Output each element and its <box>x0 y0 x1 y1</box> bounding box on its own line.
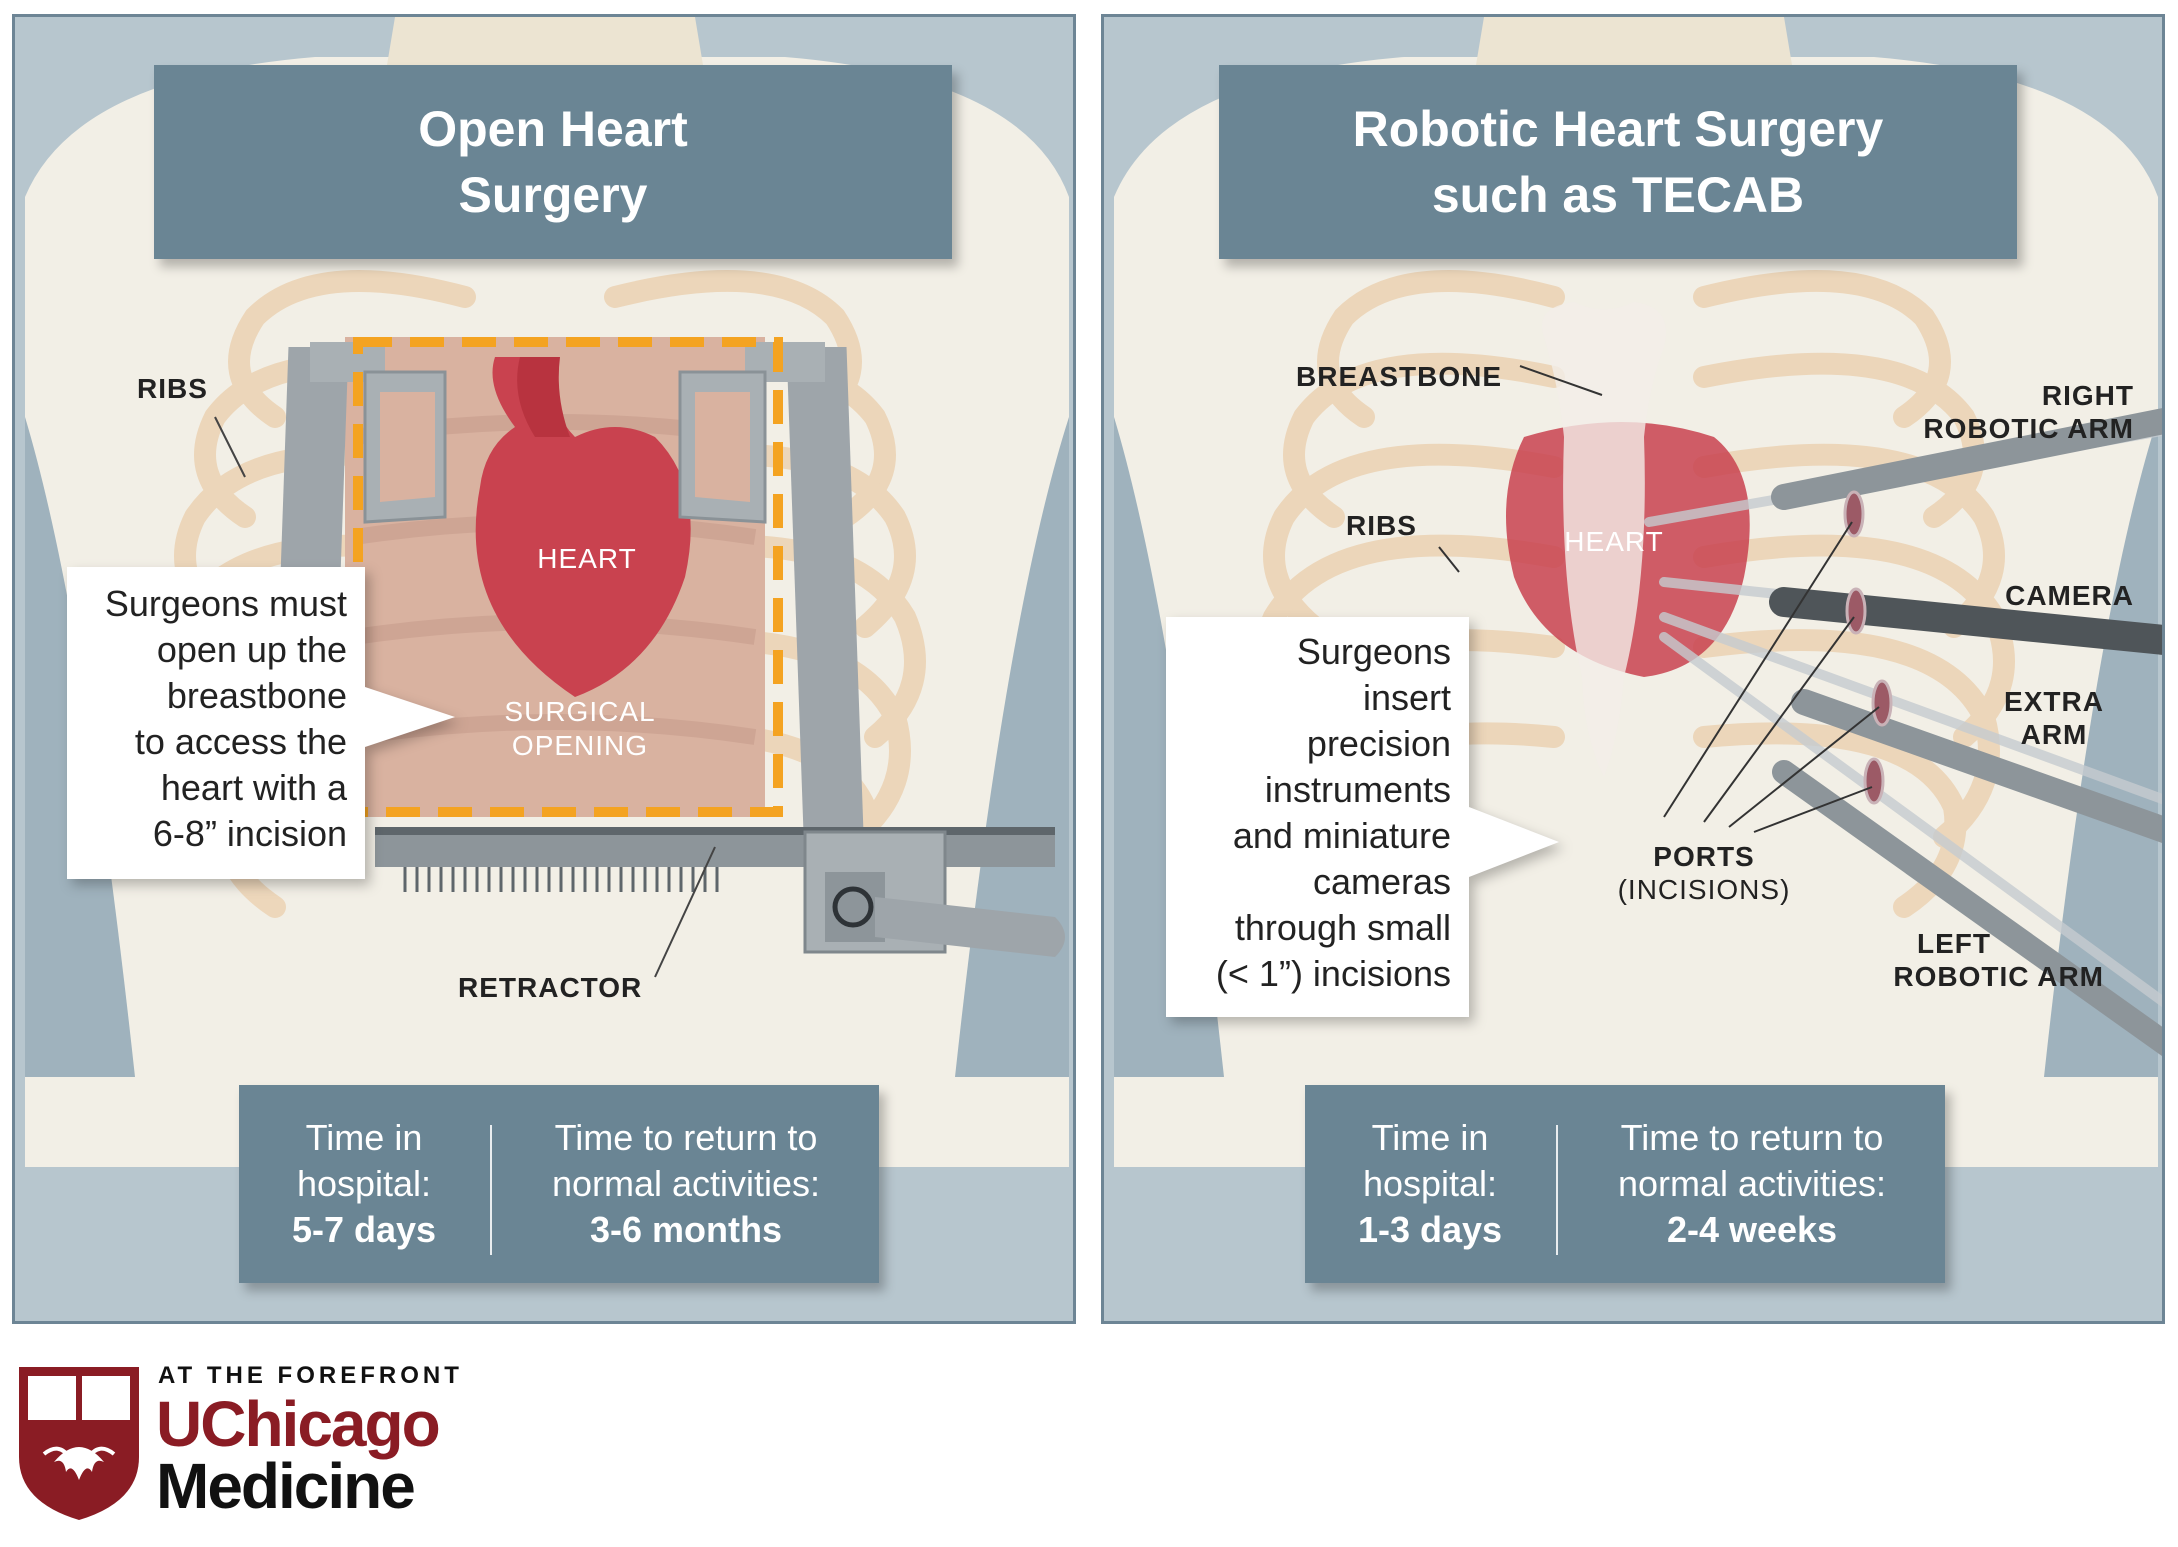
extra-arm-label-2: ARM <box>2020 719 2088 750</box>
callout-line: open up the <box>156 629 347 670</box>
robotic-heart-title: Robotic Heart Surgery such as TECAB <box>1352 101 1884 223</box>
recovery-time-stat: Time to return to normal activities: 2-4… <box>1559 1085 1945 1283</box>
university-seal-icon <box>19 1367 139 1520</box>
hospital-time-stat: Time in hospital: 1-3 days <box>1305 1085 1555 1283</box>
stat-label: Time to return to <box>554 1117 818 1158</box>
stat-label: normal activities: <box>551 1163 821 1204</box>
ribs-label: RIBS <box>137 373 208 404</box>
ribs-label: RIBS <box>1346 510 1417 541</box>
stat-value: 3-6 months <box>589 1209 783 1250</box>
callout-line: heart with a <box>160 767 347 808</box>
logo-brand-medicine: Medicine <box>156 1450 416 1522</box>
stat-divider <box>490 1125 492 1255</box>
callout-line: Surgeons <box>1296 631 1451 672</box>
heart-label: HEART <box>1564 526 1664 557</box>
callout-line: cameras <box>1312 861 1451 902</box>
callout-line: precision <box>1306 723 1451 764</box>
logo-tagline: AT THE FOREFRONT <box>158 1362 463 1389</box>
left-arm-label-2: ROBOTIC ARM <box>1893 961 2104 992</box>
robotic-heart-callout-text: Surgeons insert precision instruments an… <box>1166 629 1451 997</box>
stat-label: Time in <box>305 1117 423 1158</box>
stat-label: normal activities: <box>1617 1163 1887 1204</box>
callout-line: Surgeons must <box>104 583 347 624</box>
callout-line: to access the <box>134 721 347 762</box>
callout-line: through small <box>1234 907 1451 948</box>
surgical-opening-label-2: OPENING <box>511 730 649 761</box>
left-arm-label-1: LEFT <box>1917 928 1991 959</box>
robotic-heart-panel: Robotic Heart Surgery such as TECAB BREA… <box>1101 14 2165 1324</box>
hospital-time-stat: Time in hospital: 5-7 days <box>239 1085 489 1283</box>
retractor-label: RETRACTOR <box>458 972 643 1003</box>
extra-arm-label-1: EXTRA <box>2004 686 2104 717</box>
callout-line: (< 1”) incisions <box>1215 953 1451 994</box>
robotic-heart-title-box: Robotic Heart Surgery such as TECAB <box>1219 65 2017 259</box>
callout-line: 6-8” incision <box>152 813 347 854</box>
stat-label: Time to return to <box>1620 1117 1884 1158</box>
stat-label: hospital: <box>296 1163 432 1204</box>
stat-label: Time in <box>1371 1117 1489 1158</box>
ports-label: PORTS <box>1653 841 1755 872</box>
open-heart-title-box: Open Heart Surgery <box>154 65 952 259</box>
right-arm-label-1: RIGHT <box>2041 380 2134 411</box>
callout-line: insert <box>1362 677 1451 718</box>
uchicago-medicine-logo[interactable]: AT THE FOREFRONT UChicago Medicine <box>14 1362 514 1522</box>
stat-value: 2-4 weeks <box>1666 1209 1838 1250</box>
right-arm-label-2: ROBOTIC ARM <box>1923 413 2134 444</box>
callout-line: instruments <box>1264 769 1451 810</box>
breastbone-label: BREASTBONE <box>1296 361 1503 392</box>
callout-line: breastbone <box>166 675 347 716</box>
open-heart-stats-box: Time in hospital: 5-7 days Time to retur… <box>239 1085 879 1283</box>
camera-label: CAMERA <box>2005 580 2134 611</box>
stat-label: hospital: <box>1362 1163 1498 1204</box>
callout-line: and miniature <box>1232 815 1451 856</box>
incisions-label: (INCISIONS) <box>1617 874 1791 905</box>
recovery-time-stat: Time to return to normal activities: 3-6… <box>493 1085 879 1283</box>
robotic-heart-stats-box: Time in hospital: 1-3 days Time to retur… <box>1305 1085 1945 1283</box>
logo-brand-uchicago: UChicago <box>156 1388 441 1460</box>
open-heart-callout-text: Surgeons must open up the breastbone to … <box>67 581 347 857</box>
stat-value: 5-7 days <box>291 1209 437 1250</box>
open-heart-panel: Open Heart Surgery RIBS HEART SURGICAL O… <box>12 14 1076 1324</box>
surgical-opening-label-1: SURGICAL <box>504 696 656 727</box>
heart-label: HEART <box>537 543 637 574</box>
open-heart-title: Open Heart Surgery <box>418 101 688 223</box>
stat-divider <box>1556 1125 1558 1255</box>
stat-value: 1-3 days <box>1357 1209 1503 1250</box>
